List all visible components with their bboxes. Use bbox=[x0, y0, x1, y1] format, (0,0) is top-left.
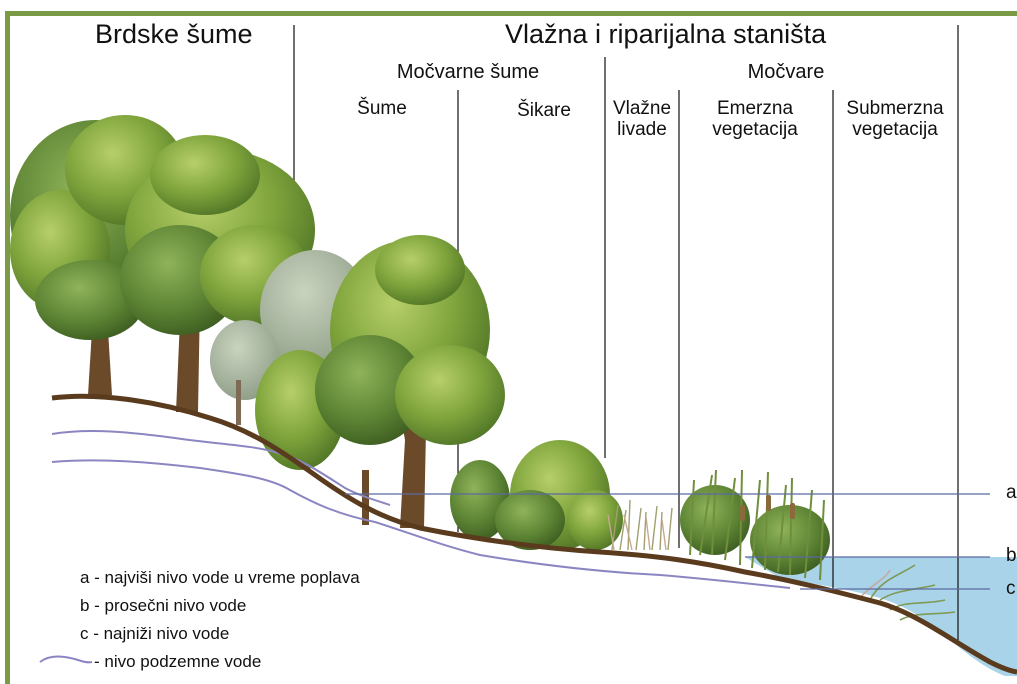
submerged-plants bbox=[859, 564, 956, 621]
zone-label-wet-meadows-line1: Vlažne bbox=[612, 98, 672, 119]
zone-label-submerged-line1: Submerzna bbox=[846, 98, 944, 119]
swamp-forest-tree bbox=[255, 235, 505, 528]
marshes-heading: Močvare bbox=[747, 61, 825, 83]
frame-left bbox=[5, 11, 10, 684]
level-marker-c: c bbox=[1006, 578, 1016, 599]
zone-label-emergent-line1: Emerzna bbox=[716, 98, 794, 119]
wet-meadow-grass bbox=[607, 499, 673, 551]
level-marker-a: a bbox=[1006, 482, 1017, 503]
legend-item-a: a - najviši nivo vode u vreme poplava bbox=[80, 568, 360, 587]
shrub-cluster bbox=[450, 440, 623, 550]
swamp-forests-heading: Močvarne šume bbox=[396, 61, 540, 83]
legend-item-c: c - najniži nivo vode bbox=[80, 624, 230, 643]
soil-surface bbox=[51, 393, 1017, 675]
legend-groundwater-symbol bbox=[39, 655, 93, 664]
upland-forests-heading: Brdske šume bbox=[95, 19, 253, 49]
zone-label-wet-meadows: Vlažne livade bbox=[613, 98, 671, 140]
water-body bbox=[745, 557, 1017, 676]
zone-label-submerged-line2: vegetacija bbox=[852, 119, 938, 140]
zone-label-shrubs: Šikare bbox=[517, 100, 571, 121]
frame-top bbox=[5, 11, 1017, 16]
zone-label-submerged: Submerzna vegetacija bbox=[846, 98, 943, 140]
groundwater-lines bbox=[51, 430, 791, 589]
zone-label-wet-meadows-line2: livade bbox=[617, 119, 667, 140]
legend-item-groundwater: - nivo podzemne vode bbox=[94, 652, 262, 671]
legend-item-b: b - prosečni nivo vode bbox=[80, 596, 247, 615]
zone-label-forests: Šume bbox=[357, 98, 407, 119]
wetland-habitats-heading: Vlažna i riparijalna staništa bbox=[505, 19, 827, 49]
zone-label-emergent-line2: vegetacija bbox=[712, 119, 798, 140]
level-marker-b: b bbox=[1006, 545, 1017, 566]
zone-label-emergent: Emerzna vegetacija bbox=[712, 98, 798, 140]
